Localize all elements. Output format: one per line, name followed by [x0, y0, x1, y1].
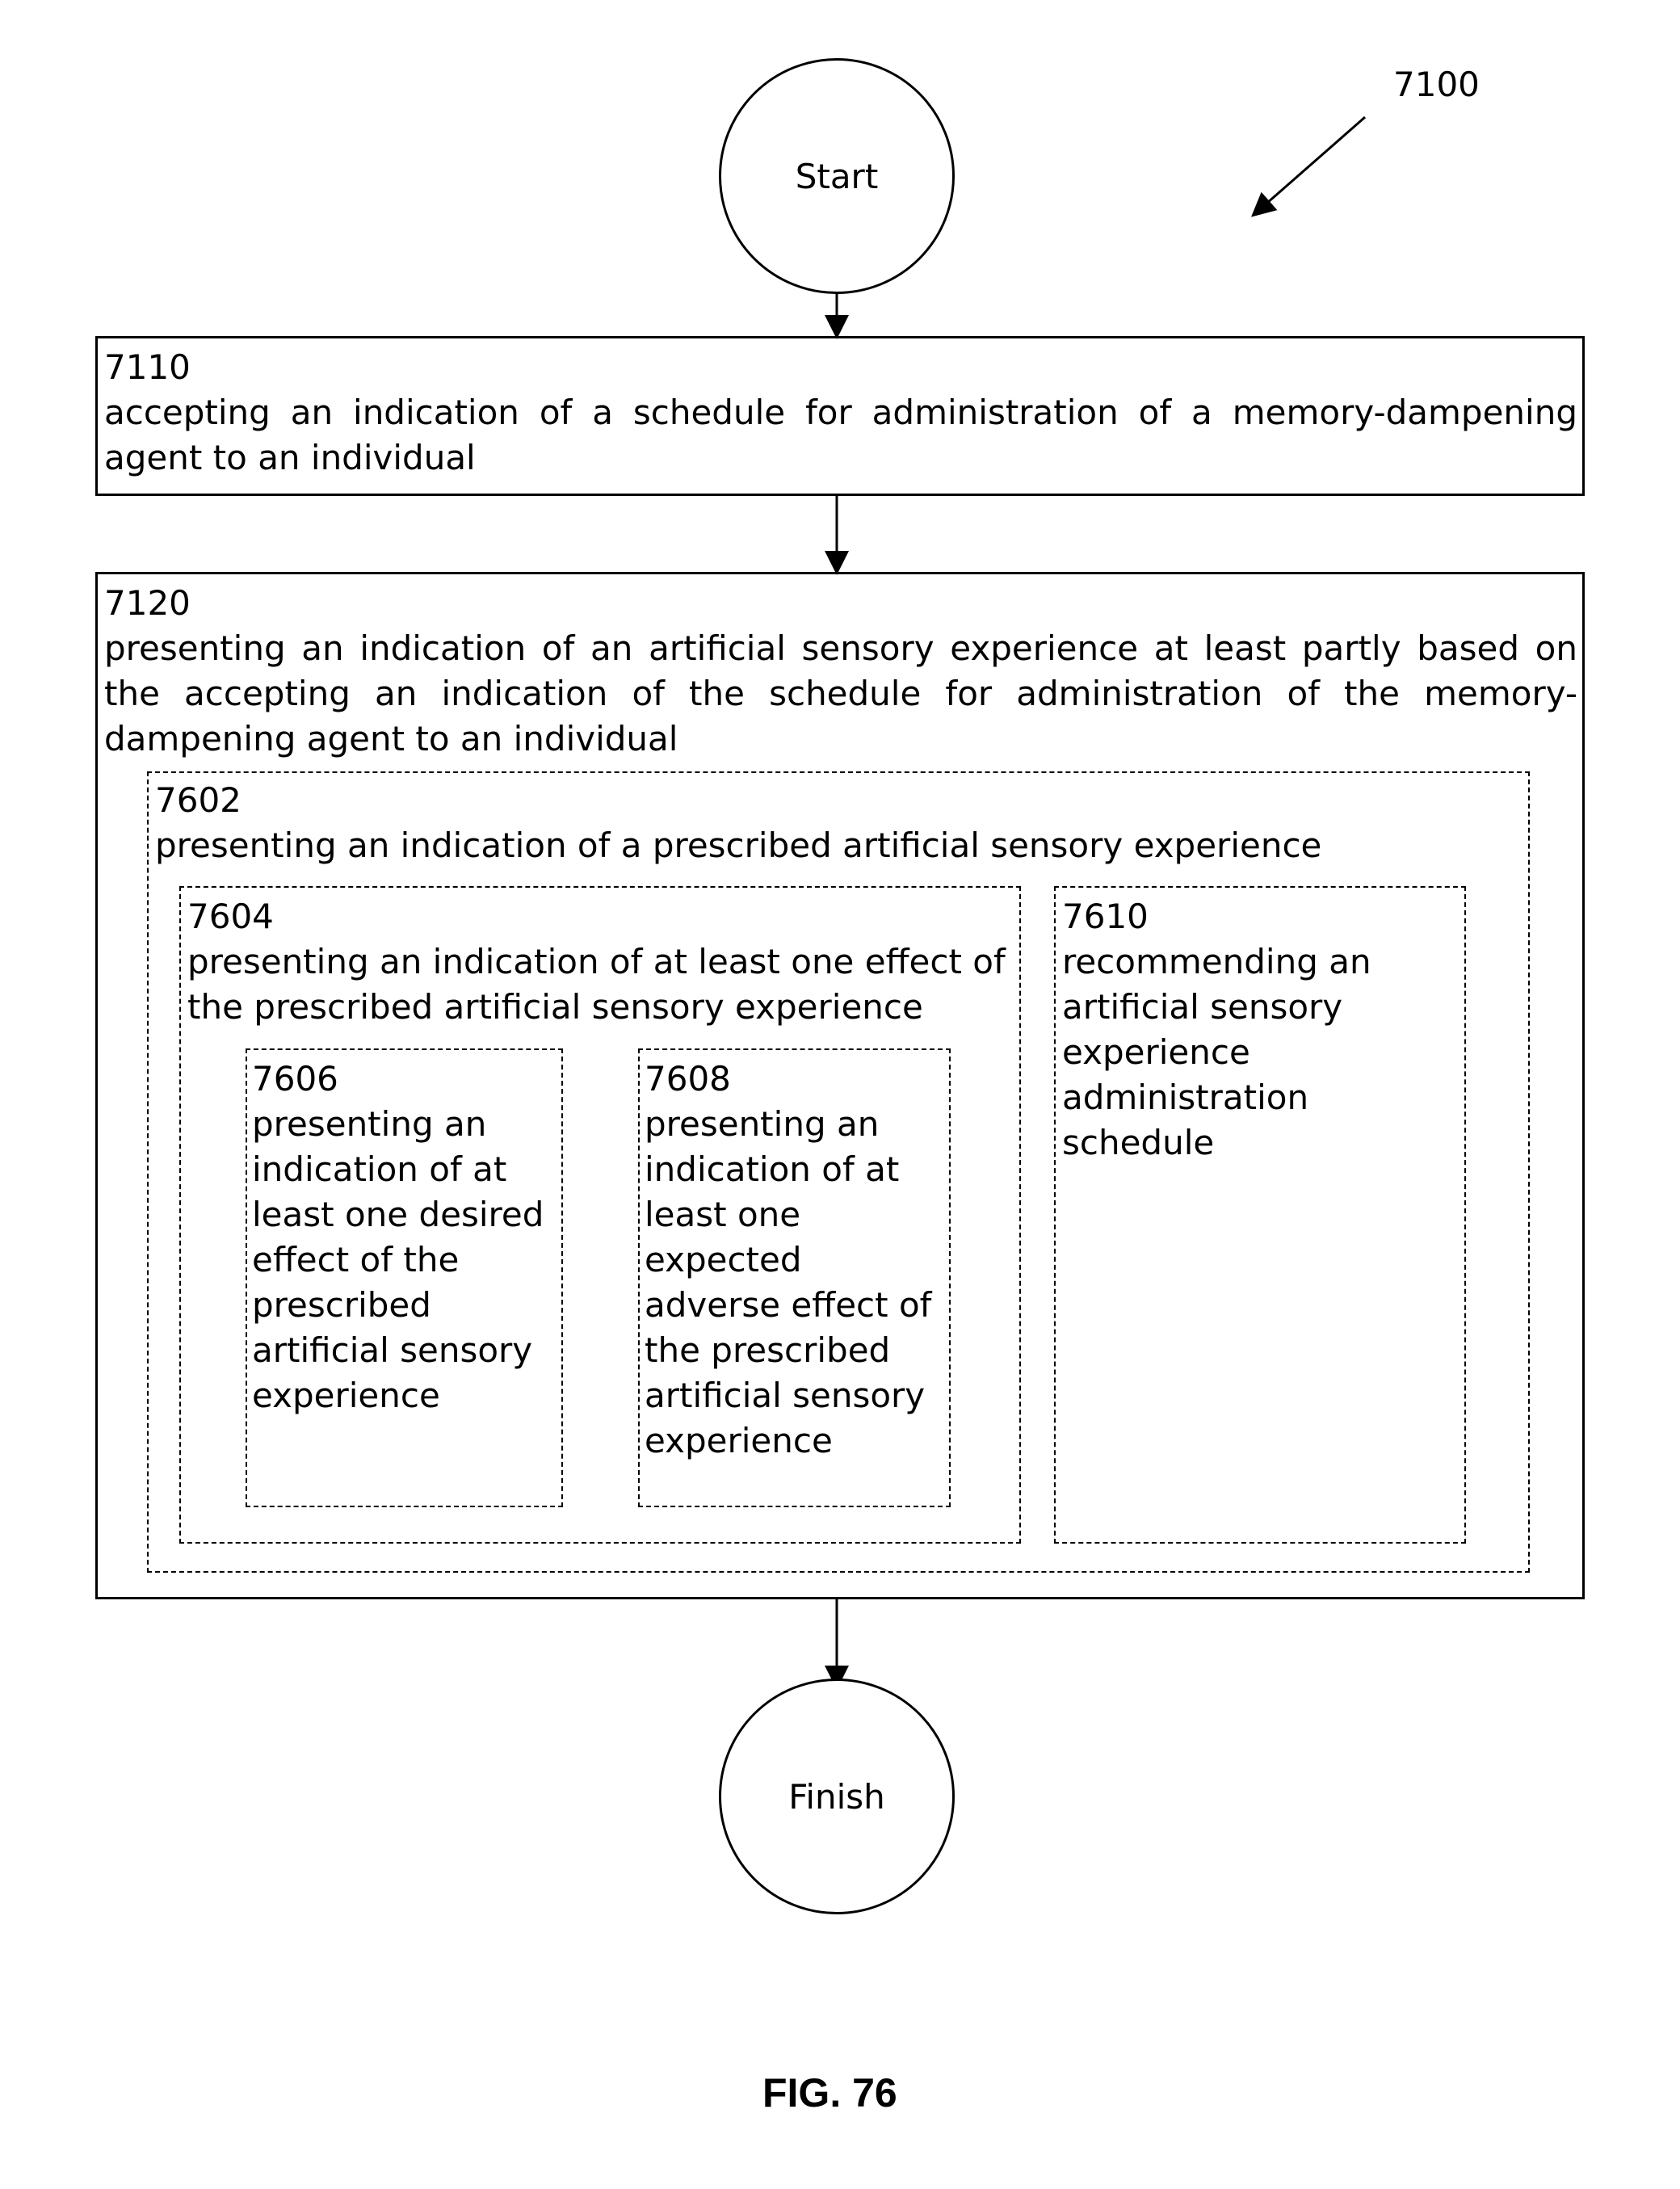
step-7608-number: 7608 [645, 1057, 946, 1102]
step-7604-number: 7604 [187, 894, 1013, 939]
diagram-reference-number: 7100 [1393, 68, 1480, 102]
step-7602-text: presenting an indication of a prescribed… [155, 823, 1522, 868]
step-7110-text: accepting an indication of a schedule fo… [104, 390, 1577, 481]
step-7606-text: presenting an indication of at least one… [252, 1102, 556, 1418]
step-7606-box: 7606 presenting an indication of at leas… [246, 1048, 563, 1507]
figure-caption: FIG. 76 [762, 2069, 897, 2116]
step-7608-box: 7608 presenting an indication of at leas… [638, 1048, 951, 1507]
start-node: Start [719, 58, 955, 294]
finish-node: Finish [719, 1679, 955, 1914]
step-7606-number: 7606 [252, 1057, 556, 1102]
step-7610-text: recommending an artificial sensory exper… [1062, 939, 1458, 1166]
start-label: Start [796, 157, 879, 196]
ref-pointer-arrow [1254, 117, 1365, 215]
step-7610-number: 7610 [1062, 894, 1458, 939]
step-7110-number: 7110 [104, 345, 1577, 390]
step-7604-text: presenting an indication of at least one… [187, 939, 1013, 1030]
step-7602-number: 7602 [155, 778, 1522, 823]
finish-label: Finish [788, 1777, 885, 1817]
step-7110-box: 7110 accepting an indication of a schedu… [95, 336, 1585, 496]
step-7610-box: 7610 recommending an artificial sensory … [1054, 886, 1466, 1544]
step-7120-text: presenting an indication of an artificia… [104, 626, 1577, 762]
step-7608-text: presenting an indication of at least one… [645, 1102, 946, 1464]
step-7120-number: 7120 [104, 581, 1577, 626]
